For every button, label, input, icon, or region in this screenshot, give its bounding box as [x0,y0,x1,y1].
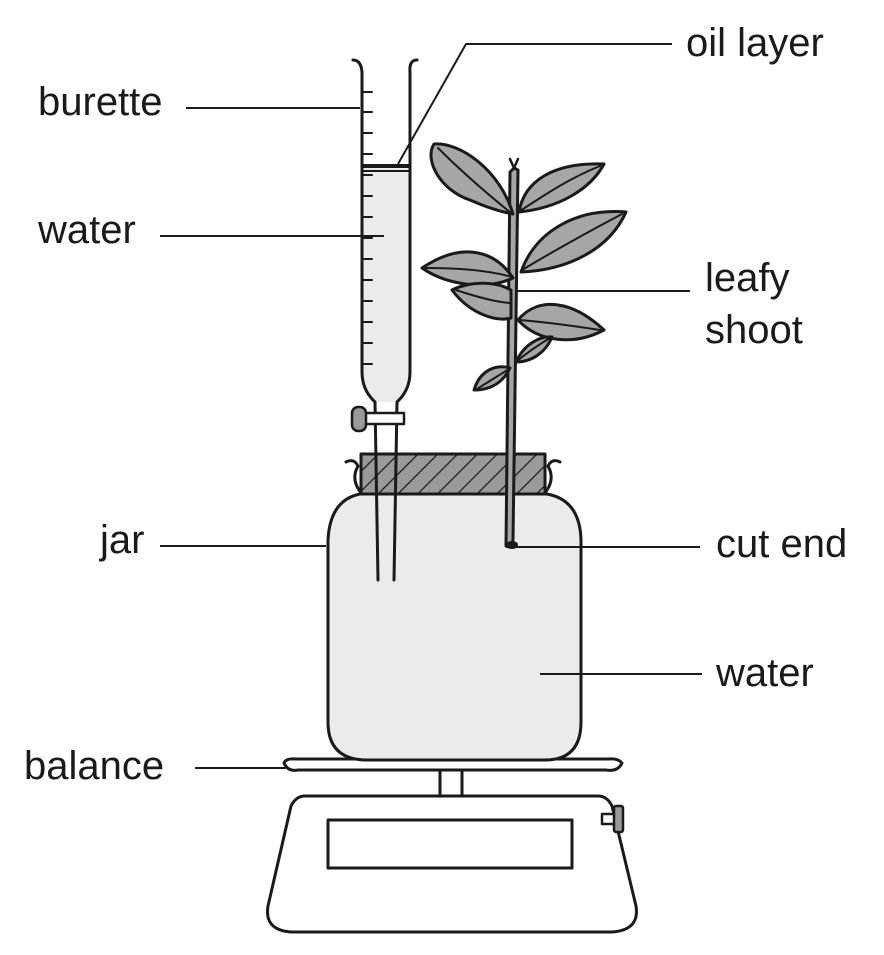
label-leafy-shoot-line2: shoot [705,308,803,352]
leaf-veins [425,147,623,390]
jar-body [326,492,583,762]
label-cut-end: cut end [716,522,848,566]
stopper [359,452,547,496]
jar-lip-right [542,459,562,496]
label-burette: burette [38,80,163,124]
jar [326,452,583,762]
balance-stem [438,768,464,798]
burette-tube [351,58,419,582]
label-balance: balance [24,744,165,788]
label-water-burette: water [38,208,136,252]
burette-graduations [361,91,373,365]
label-oil-layer: oil layer [686,21,824,65]
balance-display [326,818,574,870]
label-water-jar: water [716,651,814,695]
leader-lines [160,43,702,769]
label-jar: jar [100,518,145,562]
cut-end-mark [506,541,518,549]
leafy-shoot [420,142,628,549]
shoot-tip [508,157,520,170]
oil-layer-leader [397,43,672,165]
leaf [450,281,513,321]
jar-lip-left [344,459,364,496]
balance-knob-cap [612,804,625,834]
leaves [420,142,628,392]
balance-pan [282,757,624,772]
leaf [516,302,606,342]
burette-water [362,166,410,402]
burette-tap [362,411,406,426]
burette [350,58,419,582]
label-leafy-shoot-line1: leafy [705,256,790,300]
burette-tap-handle [350,405,368,433]
balance [265,757,638,934]
leaf [517,162,606,214]
